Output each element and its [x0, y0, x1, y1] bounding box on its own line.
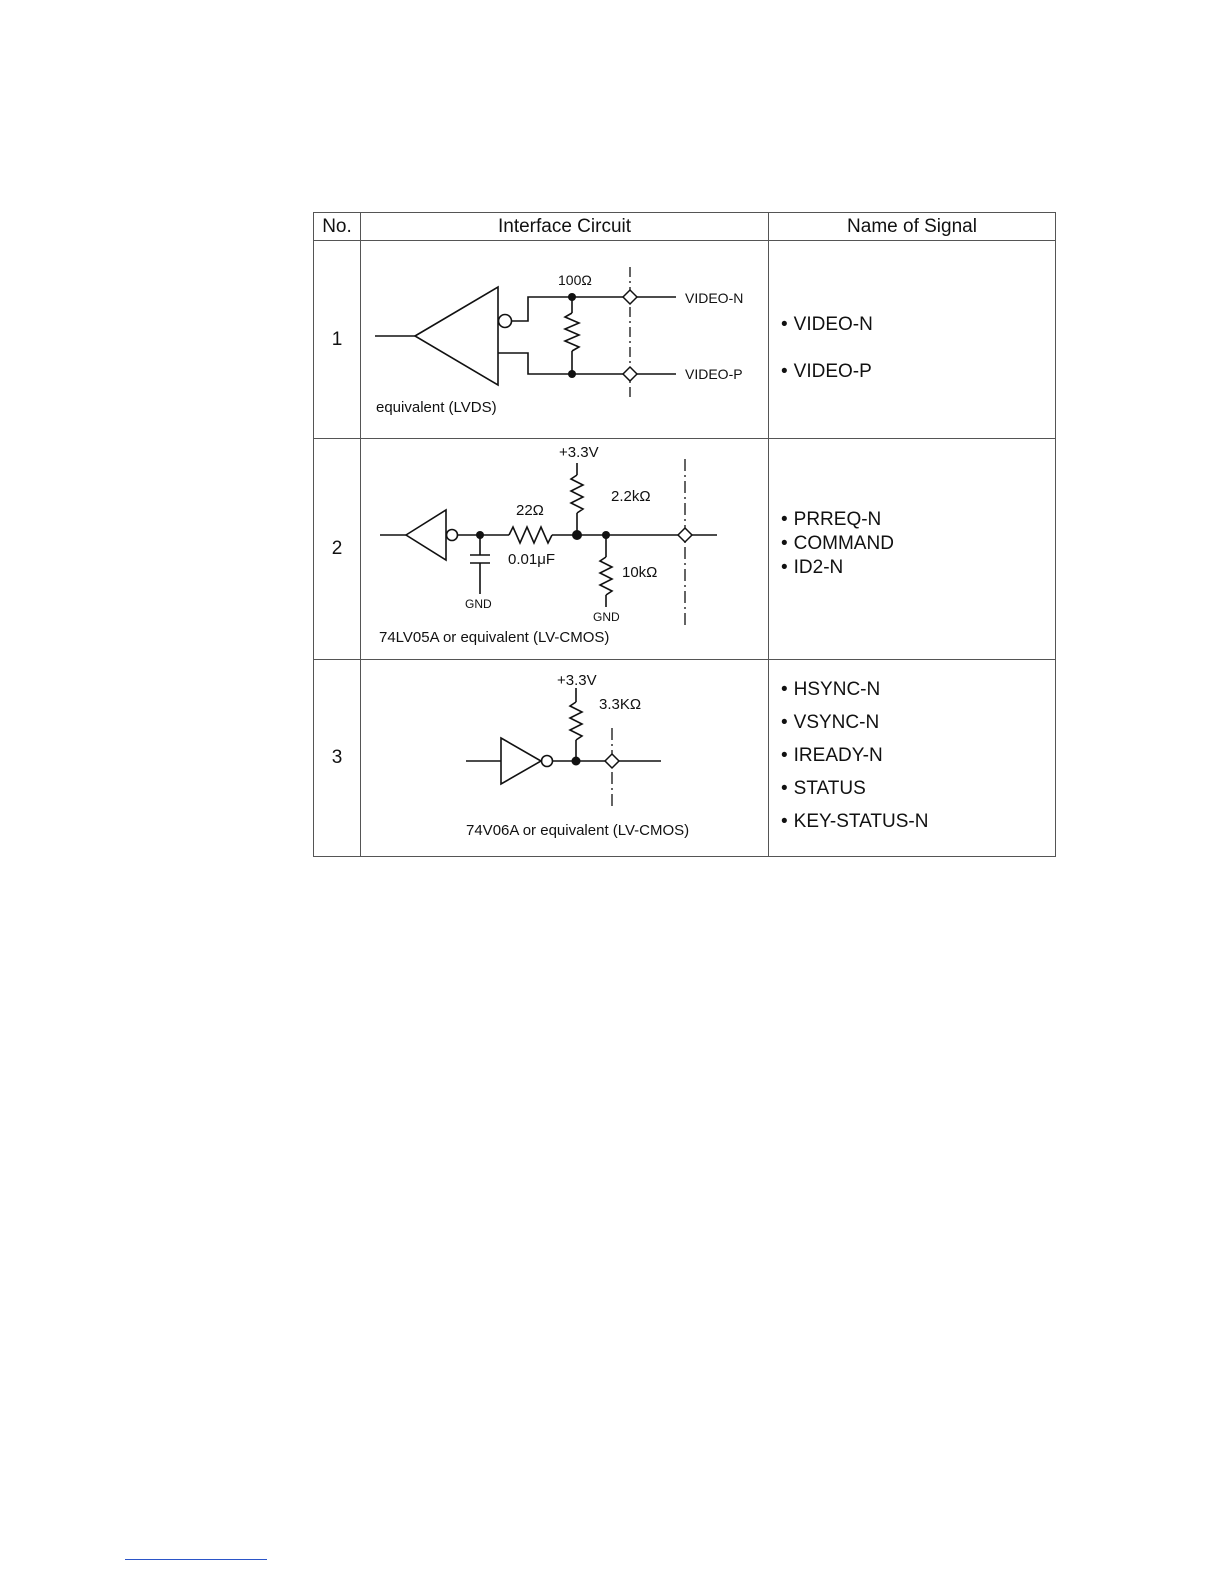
gnd-label: GND	[593, 610, 620, 624]
capacitor-label: 0.01μF	[508, 551, 555, 568]
table-row: 3 +3.3V 3.3KΩ 74V06A or equivalent (LV-C	[314, 660, 1056, 857]
circuit-cell: +3.3V 3.3KΩ 74V06A or equivalent (LV-CMO…	[361, 660, 769, 857]
list-item: IREADY-N	[781, 739, 928, 772]
gnd-label: GND	[465, 597, 492, 611]
list-item: HSYNC-N	[781, 673, 928, 706]
footnote-divider	[125, 1559, 267, 1560]
row-number: 2	[314, 439, 361, 660]
list-item: COMMAND	[781, 532, 894, 556]
video-n-output-label: VIDEO-N	[685, 290, 743, 306]
series-resistor-label: 22Ω	[516, 502, 544, 519]
interface-circuit-table: No. Interface Circuit Name of Signal 1	[313, 212, 1056, 857]
list-item: VIDEO-P	[781, 348, 873, 395]
list-item: VIDEO-N	[781, 301, 873, 348]
signal-list: PRREQ-N COMMAND ID2-N	[781, 508, 894, 580]
row-number: 1	[314, 241, 361, 439]
header-interface-circuit: Interface Circuit	[361, 213, 769, 241]
open-drain-buffer-schematic: +3.3V 3.3KΩ 74V06A or equivalent (LV-CMO…	[361, 660, 767, 857]
list-item: VSYNC-N	[781, 706, 928, 739]
resistor-100-label: 100Ω	[558, 272, 592, 288]
signal-list: VIDEO-N VIDEO-P	[781, 301, 873, 395]
list-item: ID2-N	[781, 556, 894, 580]
circuit-cell: 100Ω VIDEO-N VIDEO-P equivalent (LVDS)	[361, 241, 769, 439]
table-row: 1 100Ω VIDEO-N	[314, 241, 1056, 439]
supply-label: +3.3V	[559, 444, 599, 461]
circuit-caption: 74LV05A or equivalent (LV-CMOS)	[379, 629, 609, 646]
supply-label: +3.3V	[557, 672, 597, 689]
circuit-cell: +3.3V 2.2kΩ 22Ω 0.01μF 10kΩ GND GND 74LV…	[361, 439, 769, 660]
header-no: No.	[314, 213, 361, 241]
list-item: PRREQ-N	[781, 508, 894, 532]
pullup-resistor-label: 3.3KΩ	[599, 696, 641, 713]
signal-cell: VIDEO-N VIDEO-P	[769, 241, 1056, 439]
pulldown-resistor-label: 10kΩ	[622, 564, 657, 581]
lv-cmos-driver-schematic: +3.3V 2.2kΩ 22Ω 0.01μF 10kΩ GND GND 74LV…	[361, 439, 767, 660]
pullup-resistor-label: 2.2kΩ	[611, 488, 651, 505]
signal-cell: PRREQ-N COMMAND ID2-N	[769, 439, 1056, 660]
signal-cell: HSYNC-N VSYNC-N IREADY-N STATUS KEY-STAT…	[769, 660, 1056, 857]
table-row: 2	[314, 439, 1056, 660]
lvds-driver-schematic: 100Ω VIDEO-N VIDEO-P equivalent (LVDS)	[361, 241, 767, 439]
video-p-output-label: VIDEO-P	[685, 366, 743, 382]
list-item: KEY-STATUS-N	[781, 805, 928, 838]
row-number: 3	[314, 660, 361, 857]
header-name-of-signal: Name of Signal	[769, 213, 1056, 241]
table-header-row: No. Interface Circuit Name of Signal	[314, 213, 1056, 241]
circuit-caption: 74V06A or equivalent (LV-CMOS)	[466, 822, 689, 839]
circuit-caption: equivalent (LVDS)	[376, 399, 497, 416]
signal-list: HSYNC-N VSYNC-N IREADY-N STATUS KEY-STAT…	[781, 673, 928, 838]
list-item: STATUS	[781, 772, 928, 805]
